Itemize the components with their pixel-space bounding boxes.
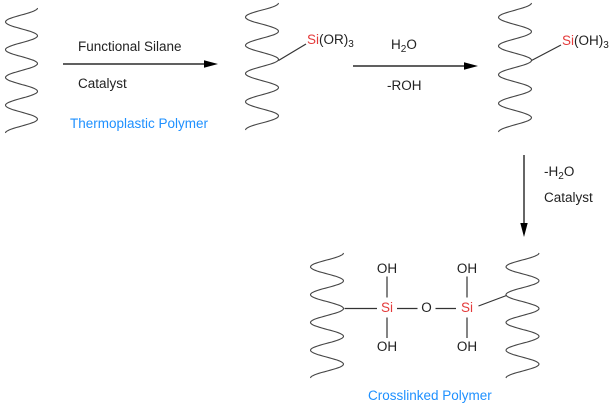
catalyst-label-step3: Catalyst: [544, 190, 593, 205]
polymer-chain-squiggle-reactant: [4, 7, 39, 134]
reaction-arrow-1-head: [204, 60, 218, 68]
oh-group: (OH): [574, 33, 604, 48]
reaction-arrow-3-head: [520, 223, 528, 237]
bond-polymer-to-si-or3: [278, 43, 307, 62]
thermoplastic-polymer-label: Thermoplastic Polymer: [70, 116, 209, 131]
water-o: O: [406, 37, 417, 52]
crosslinked-polymer-label: Crosslinked Polymer: [368, 388, 492, 403]
minus-water-subscript: 2: [558, 171, 564, 182]
reaction-arrow-2-head: [464, 62, 478, 70]
bond-polymer-to-si-oh3: [531, 44, 562, 62]
si-oh3-formula: Si(OH)3: [562, 33, 609, 52]
silicon-atom-left: Si: [380, 300, 394, 315]
polymer-chain-squiggle-silane-grafted: [244, 2, 280, 131]
water-subscript: 2: [400, 44, 407, 55]
silicon-atom-right: Si: [460, 300, 474, 315]
minus-roh-label: -ROH: [387, 78, 422, 93]
polymer-chain-squiggle-crosslinked-left: [309, 252, 345, 379]
or3-subscript: 3: [348, 39, 354, 50]
silicon-atom-or3: Si: [307, 32, 320, 47]
water-formula: H2O: [391, 37, 417, 56]
bond-si-to-right-polymer: [478, 294, 507, 307]
functional-silane-label: Functional Silane: [78, 39, 182, 54]
water-h: H: [391, 37, 401, 52]
oh3-subscript: 3: [603, 40, 609, 51]
minus-water-label: -H2O: [544, 164, 575, 183]
polymer-chain-squiggle-crosslinked-right: [505, 252, 540, 379]
minus-water-h: -H: [544, 164, 559, 179]
minus-water-o: O: [563, 164, 575, 179]
catalyst-label-step1: Catalyst: [78, 76, 127, 91]
silicon-atom-oh3: Si: [562, 33, 575, 48]
polymer-chain-squiggle-silanol: [497, 2, 533, 133]
oh-bottom-right: OH: [456, 339, 478, 354]
oh-bottom-left: OH: [376, 339, 398, 354]
si-or3-formula: Si(OR)3: [307, 32, 354, 51]
oh-top-left: OH: [376, 261, 398, 276]
or-group: (OR): [319, 32, 349, 47]
oxygen-bridge-atom: O: [421, 300, 432, 315]
oh-top-right: OH: [456, 261, 478, 276]
